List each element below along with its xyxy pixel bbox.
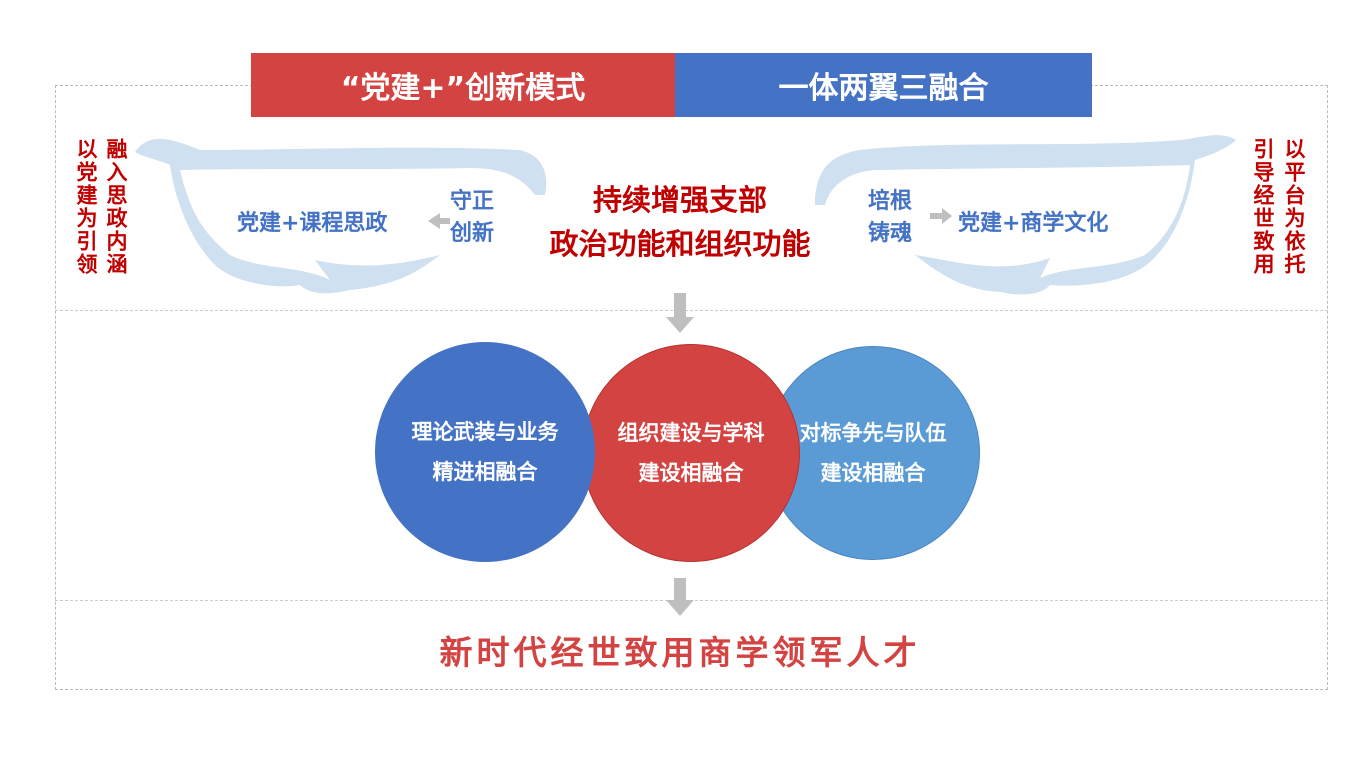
circle-3: 对标争先与队伍建设相融合: [766, 346, 980, 560]
left-target: 党建+课程思政: [237, 211, 388, 236]
right-outer-text: 以平台为依托: [1282, 138, 1307, 276]
left-outer-text: 以党建为引领: [74, 138, 99, 276]
circle-1: 理论武装与业务精进相融合: [375, 342, 595, 562]
circle-2: 组织建设与学科建设相融合: [582, 344, 800, 562]
right-action: 培根铸魂: [868, 189, 913, 246]
left-inner-text: 融入思政内涵: [104, 138, 129, 276]
divider: [55, 310, 1328, 311]
arrow-down-icon: [666, 293, 694, 333]
arrow-right-icon: [930, 208, 952, 224]
circle-2-label: 组织建设与学科建设相融合: [617, 421, 765, 485]
left-action: 守正创新: [450, 189, 495, 246]
right-inner-text: 引导经世致用: [1251, 138, 1276, 276]
header-right: 一体两翼三融合: [675, 53, 1092, 117]
center-line1: 持续增强支部: [592, 183, 767, 217]
result-text: 新时代经世致用商学领军人才: [439, 633, 921, 672]
right-wing: [815, 135, 1236, 295]
center-title: 持续增强支部 政治功能和组织功能: [520, 178, 840, 266]
center-line2: 政治功能和组织功能: [549, 227, 811, 261]
circle-1-label: 理论武装与业务精进相融合: [411, 420, 559, 484]
arrow-down-icon: [666, 578, 694, 616]
left-wing: [135, 138, 547, 294]
arrow-left-icon: [428, 213, 450, 229]
right-target: 党建+商学文化: [958, 211, 1109, 236]
circle-3-label: 对标争先与队伍建设相融合: [799, 421, 947, 485]
header-left: “党建+”创新模式: [251, 53, 675, 117]
